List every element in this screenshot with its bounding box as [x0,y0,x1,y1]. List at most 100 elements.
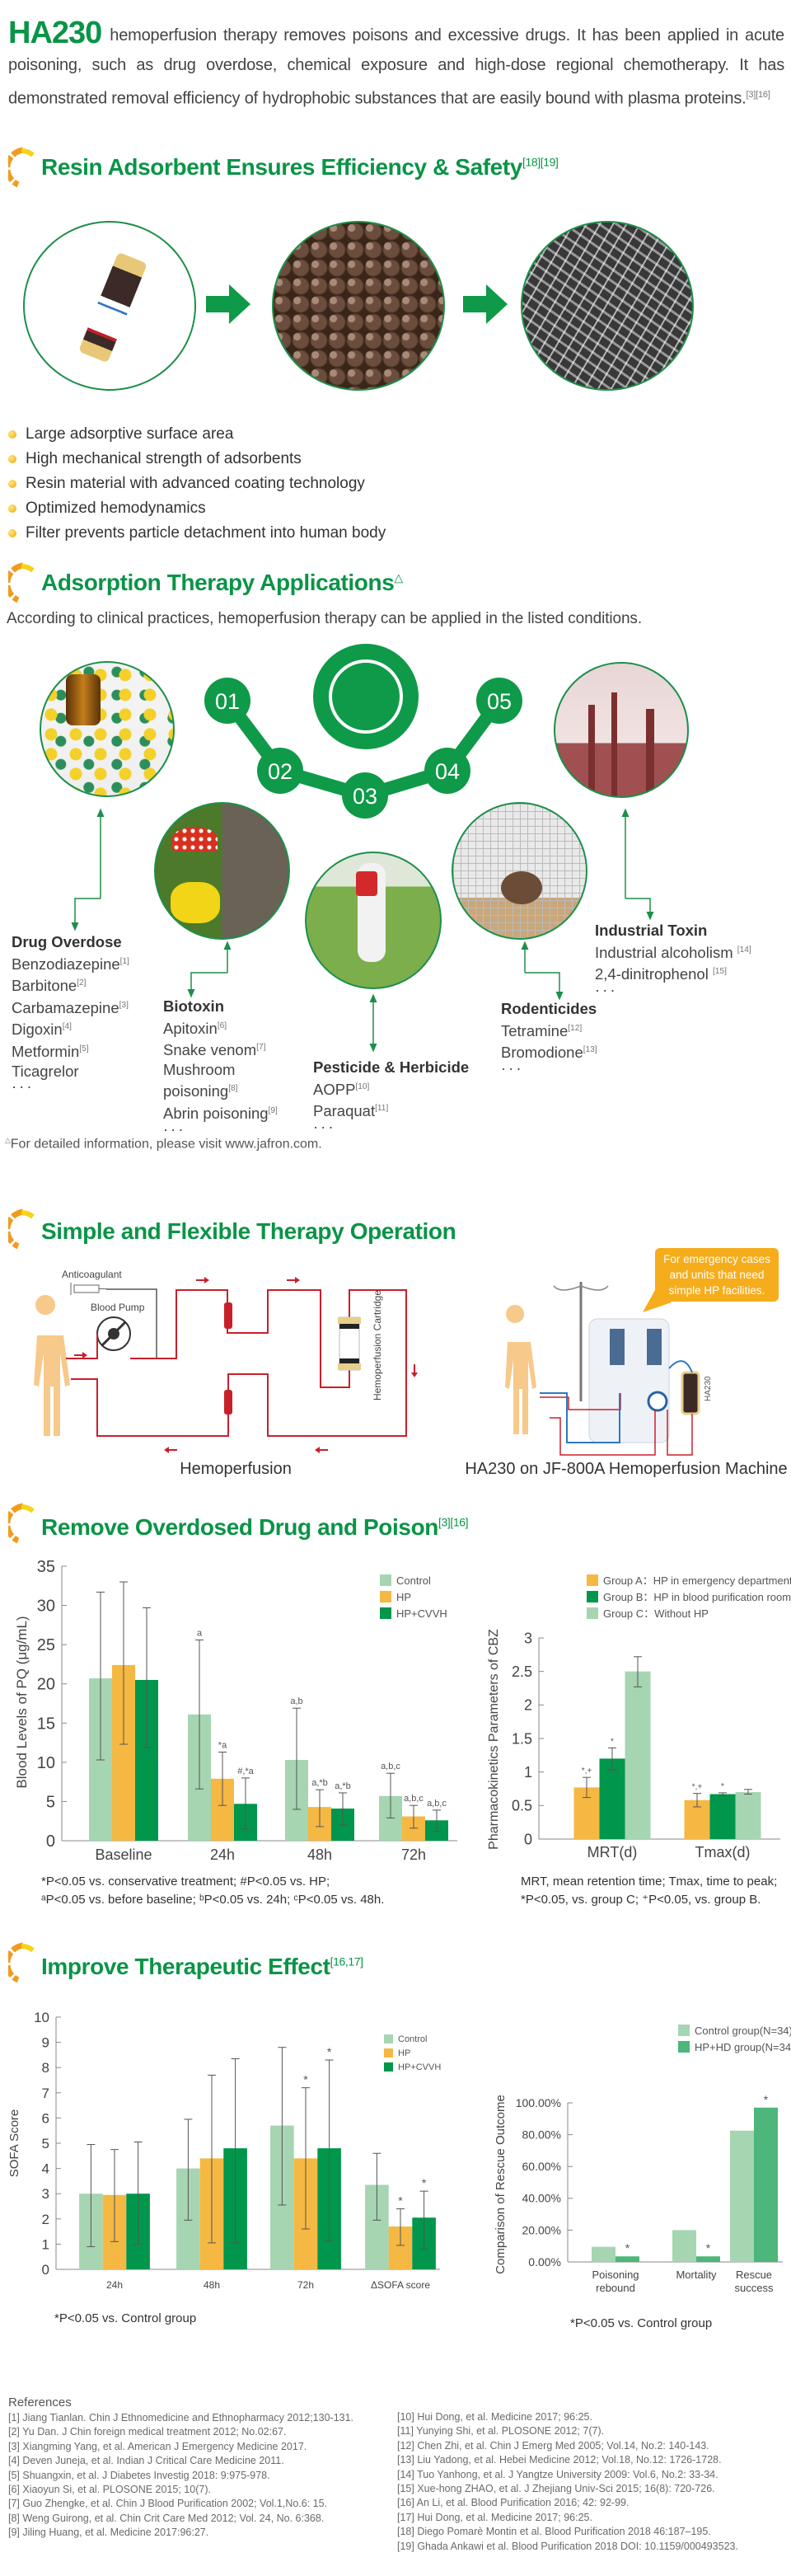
x-category-label: 24h [106,2279,123,2291]
drip-chamber-icon [224,1302,232,1329]
x-category-label: success [735,2282,774,2294]
legend-label: Group B：HP in blood purification room [603,1591,791,1603]
step-label: 02 [268,759,293,784]
item-name: Carbamazepine [12,998,119,1016]
feature-text: Resin material with advanced coating tec… [26,475,365,492]
item-ref: [8] [228,1084,238,1094]
bullet-icon [8,504,16,513]
reference-item: [2] Yu Dan. J Chin foreign medical treat… [8,2426,287,2438]
significance-label: a,b,c [381,1762,400,1771]
human-figure-icon [505,1305,536,1434]
item-name: Snake venom [163,1041,257,1059]
section-title-operation: Simple and Flexible Therapy Operation [41,1218,456,1244]
step-01: 01 [204,678,250,724]
y-tick-label: 1 [524,1764,532,1781]
bar [754,2107,778,2262]
item-ref: [15] [712,967,727,977]
footnote-mark: △ [5,1136,11,1144]
y-tick-label: 100.00% [516,2096,561,2109]
y-tick-label: 0 [524,1831,532,1847]
arrow-right-icon [463,284,508,324]
significance-label: *a [218,1740,227,1750]
y-axis-label: SOFA Score [7,2109,21,2178]
y-tick-label: 2.5 [512,1663,532,1680]
reference-item: [11] Yunying Shi, et al. PLOSONE 2012; 7… [397,2425,605,2438]
note-line: MRT, mean retention time; Tmax, time to … [521,1875,778,1889]
legend-label: HP+CVVH [396,1607,447,1620]
section-title-improve: Improve Therapeutic Effect[16,17] [41,1954,363,1980]
reference-item: [16] An Li, et al. Blood Purification 20… [397,2497,630,2509]
legend-label: Group A：HP in emergency department [603,1574,791,1587]
human-figure-icon [34,1295,70,1436]
category-item: Mushroom [163,1060,278,1080]
y-tick-label: 10 [37,1754,55,1772]
legend-swatch [384,2034,393,2043]
significance-label: a,*b [311,1778,328,1788]
bullet-icon [8,480,16,488]
chimney-image [588,705,595,795]
blood-pump-icon [96,1316,131,1351]
industrial-toxin-photo [554,662,689,798]
y-tick-label: 0 [46,1832,55,1851]
references-right: [10] Hui Dong, et al. Medicine 2017; 96:… [397,2410,738,2554]
significance-label: * [706,2241,711,2255]
feature-text: Optimized hemodynamics [26,500,206,517]
bubble-tail [643,1290,672,1312]
category-title: Drug Overdose [12,933,122,950]
significance-label: * [327,2045,332,2058]
references-title: References [8,2395,72,2409]
legend-label: HP [396,1591,411,1603]
feature-item: Filter prevents particle detachment into… [8,521,386,546]
y-tick-label: 3 [42,2186,49,2202]
item-ref: [13] [583,1045,597,1055]
section-title-resin: Resin Adsorbent Ensures Efficiency & Saf… [41,154,559,181]
category-title: Pesticide & Herbicide [313,1058,470,1076]
legend-swatch [380,1591,391,1602]
section-icon [8,1942,35,1983]
reference-item: [9] Jiling Huang, et al. Medicine 2017:9… [8,2527,209,2539]
category-item: Barbitone[2] [12,974,129,996]
legend-label: HP+HD group(N=34) [695,2041,791,2053]
more-ellipsis: ··· [163,1119,186,1138]
bullet-icon [8,455,16,463]
y-tick-label: 0.5 [512,1798,532,1814]
y-tick-label: 5 [46,1793,55,1811]
connector-rodenticides [525,972,564,1001]
significance-label: #,*a [237,1767,254,1776]
item-ref: [10] [355,1082,370,1091]
category-pesticide-herbicide: Pesticide & Herbicide AOPP[10] Paraquat[… [313,1058,470,1134]
category-item: Benzodiazepine[1] [12,952,129,974]
significance-label: a [197,1628,203,1638]
significance-label: * [625,2241,630,2255]
cartridge-photo [23,221,196,391]
item-name: AOPP [313,1080,356,1098]
legend-swatch [380,1607,391,1619]
section-title-text: Adsorption Therapy Applications [41,570,395,595]
y-axis-label: Pharmacokinetics Parameters of CBZ [487,1629,501,1850]
y-tick-label: 7 [42,2086,49,2101]
significance-label: * [611,1737,614,1746]
legend-label: Control [398,2034,427,2044]
section-title-applications: Adsorption Therapy Applications△ [41,570,403,596]
machine-caption: HA230 on JF-800A Hemoperfusion Machine [465,1460,787,1478]
y-tick-label: 15 [37,1715,55,1733]
x-category-label: 72h [297,2279,314,2291]
y-tick-label: 25 [37,1636,55,1654]
category-item: Bromodione[13] [501,1040,597,1063]
intro-text: hemoperfusion therapy removes poisons an… [8,26,784,108]
step-02: 02 [257,748,303,794]
y-tick-label: 10 [34,2010,49,2025]
legend-label: HP [398,2048,410,2058]
category-item: Ticagrelor [12,1062,129,1082]
syringe-icon [70,1283,106,1295]
note-line: ᵃP<0.05 vs. before baseline; ᵇP<0.05 vs.… [41,1893,385,1907]
category-biotoxin: Biotoxin Apitoxin[6] Snake venom[7] Mush… [163,997,278,1138]
y-tick-label: 1 [42,2236,49,2252]
x-category-label: 24h [210,1846,235,1863]
reference-item: [8] Weng Guirong, et al. Chin Crit Care … [8,2512,325,2524]
y-tick-label: 4 [42,2161,49,2177]
significance-label: a,b,c [404,1794,424,1804]
